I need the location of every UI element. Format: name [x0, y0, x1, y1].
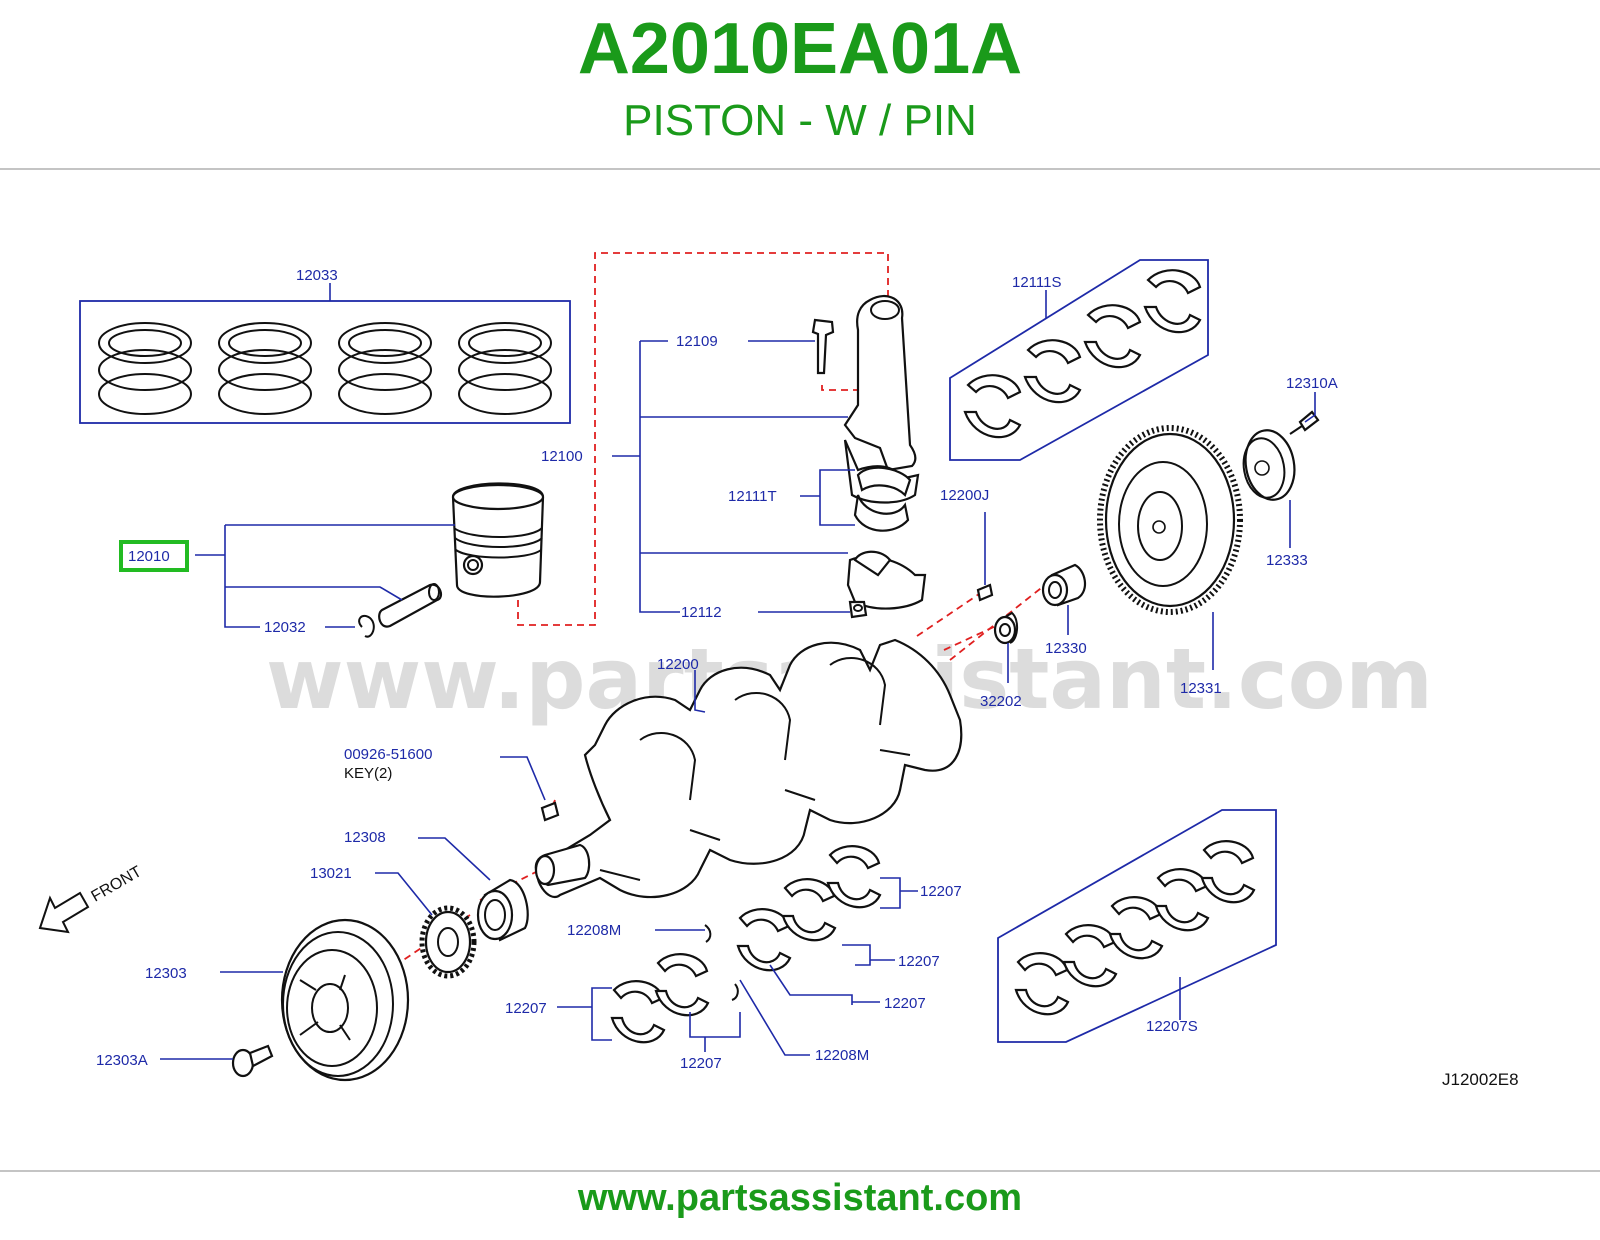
callout-12112: 12112 [681, 604, 722, 621]
highlight-box [119, 540, 189, 572]
callout-12111T: 12111T [728, 488, 777, 505]
thrust-bearing-set-12111S[interactable] [949, 259, 1209, 461]
sprocket-13021[interactable] [419, 905, 477, 979]
connecting-rod-assembly[interactable] [843, 294, 927, 610]
part-name-subtitle: PISTON - W / PIN [623, 96, 977, 145]
callout-12207-c: 12207 [884, 995, 926, 1012]
rod-bolt-12109[interactable] [811, 318, 835, 375]
callout-12303: 12303 [145, 965, 187, 982]
piston-ring-4[interactable] [458, 322, 552, 415]
callout-12111S: 12111S [1012, 274, 1062, 291]
callout-12100: 12100 [541, 448, 583, 465]
callout-12010: 12010 [128, 548, 170, 565]
main-bearing-row[interactable] [610, 845, 882, 1044]
front-label: FRONT [89, 863, 145, 905]
callout-00926-51600: 00926-51600 [344, 746, 432, 763]
piston-ring-2[interactable] [218, 322, 312, 415]
piston-ring-3[interactable] [338, 322, 432, 415]
callout-labels: 12033 12109 12111S 12310A 12100 12111T 1… [96, 267, 1519, 1089]
crankshaft[interactable] [534, 638, 963, 899]
rod-nut-12112[interactable] [848, 600, 868, 619]
pilot-bushing-32202[interactable] [993, 611, 1018, 645]
dowel-pin-12200J[interactable] [976, 583, 994, 602]
callout-12200: 12200 [657, 656, 699, 673]
exploded-parts-diagram: www.partsassistant.com [38, 252, 1519, 1089]
leader-lines [160, 340, 1316, 1060]
callout-12331: 12331 [1180, 680, 1222, 697]
callout-12310A: 12310A [1286, 375, 1338, 392]
callout-12207-d: 12207 [505, 1000, 547, 1017]
diagram-code: J12002E8 [1442, 1070, 1519, 1089]
footer-divider [0, 1170, 1600, 1172]
crank-gear-12308[interactable] [476, 878, 529, 942]
piston[interactable] [451, 482, 545, 598]
rod-bearing-12111T[interactable] [853, 466, 912, 532]
crank-pulley-12303[interactable] [280, 918, 410, 1082]
callout-12303A: 12303A [96, 1052, 148, 1069]
header-divider [0, 168, 1600, 170]
callout-13021: 13021 [310, 865, 352, 882]
footer-site-link[interactable]: www.partsassistant.com [577, 1177, 1023, 1219]
callout-32202: 32202 [980, 693, 1022, 710]
piston-pin[interactable] [378, 583, 443, 628]
flywheel-12331[interactable] [1097, 425, 1243, 615]
callout-key-2: KEY(2) [344, 765, 392, 782]
callout-12333: 12333 [1266, 552, 1308, 569]
bushing-12330[interactable] [1041, 563, 1087, 607]
piston-ring-set-group [79, 283, 571, 424]
pin-snap-ring-12032[interactable] [358, 614, 375, 638]
callout-12207-e: 12207 [680, 1055, 722, 1072]
callout-12208M-a: 12208M [567, 922, 621, 939]
callout-12033: 12033 [296, 267, 338, 284]
part-code-title: A2010EA01A [577, 9, 1023, 89]
callout-12032: 12032 [264, 619, 306, 636]
woodruff-key[interactable] [540, 801, 560, 822]
pulley-bolt-12303A[interactable] [231, 1044, 274, 1078]
main-bearing-set-12207S[interactable] [997, 809, 1277, 1043]
callout-12109: 12109 [676, 333, 718, 350]
callout-12200J: 12200J [940, 487, 989, 504]
callout-12308: 12308 [344, 829, 386, 846]
callout-12207S: 12207S [1146, 1018, 1198, 1035]
piston-ring-1[interactable] [98, 322, 192, 415]
callout-12207-b: 12207 [898, 953, 940, 970]
flywheel-plate-12333[interactable] [1239, 426, 1300, 503]
callout-12208M-b: 12208M [815, 1047, 869, 1064]
callout-12207-a: 12207 [920, 883, 962, 900]
front-direction-arrow: FRONT [38, 863, 145, 934]
callout-12330: 12330 [1045, 640, 1087, 657]
